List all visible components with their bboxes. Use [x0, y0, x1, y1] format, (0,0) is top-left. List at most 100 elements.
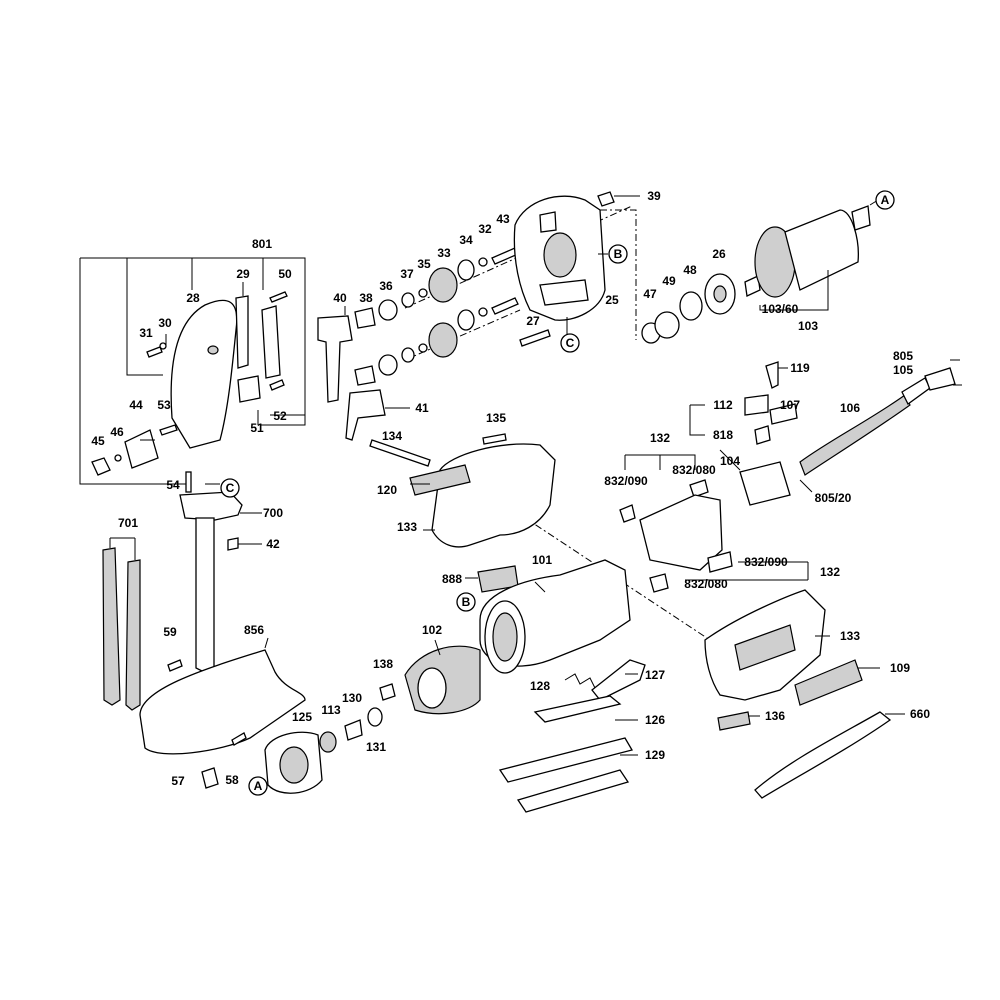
washer-32b: [478, 307, 488, 317]
label-52: 52: [273, 409, 287, 423]
marker-A1: A: [881, 193, 890, 207]
pin-54: [185, 471, 192, 493]
bracket-132a: [624, 454, 696, 470]
lead-856: [264, 637, 269, 649]
knob-45: [91, 457, 111, 476]
marker-C2-circle: [220, 478, 240, 498]
nut-39: [597, 191, 615, 207]
bracket-801-left: [79, 258, 186, 485]
blade-701-b: [125, 559, 141, 711]
label-805: 805: [893, 349, 913, 363]
washer-49: [654, 311, 680, 339]
label-29: 29: [236, 267, 250, 281]
clip-138: [379, 683, 396, 701]
brush-832-080b: [649, 573, 669, 593]
label-59: 59: [163, 625, 177, 639]
marker-A1-circle: [875, 190, 895, 210]
cover-hole: [207, 345, 219, 355]
bearing-37a: [401, 292, 415, 308]
label-130: 130: [342, 691, 362, 705]
lead-104: [719, 449, 741, 471]
plate-50: [261, 305, 281, 379]
slide-127: [591, 659, 646, 701]
gearcase-pocket: [539, 211, 557, 233]
label-127: 127: [645, 668, 665, 682]
screw-59: [167, 659, 183, 672]
end-cap-bore: [279, 746, 309, 784]
marker-B1-circle: [608, 244, 628, 264]
clip-107: [769, 403, 798, 425]
marker-B2-circle: [456, 592, 476, 612]
screw-818: [754, 425, 771, 445]
shaft-43b: [491, 297, 519, 315]
switch-104: [739, 461, 791, 506]
plug-805: [924, 367, 956, 391]
marker-B2: B: [462, 595, 471, 609]
label-51: 51: [250, 421, 264, 435]
label-136: 136: [765, 709, 785, 723]
knob-57: [201, 767, 219, 789]
label-102: 102: [422, 623, 442, 637]
label-58: 58: [225, 773, 239, 787]
pinion-34b: [457, 309, 475, 331]
housing-133b-window: [734, 624, 796, 671]
label-50: 50: [278, 267, 292, 281]
marker-A2: A: [254, 779, 263, 793]
cover-plate: [170, 299, 238, 449]
label-33: 33: [437, 246, 451, 260]
label-30: 30: [158, 316, 172, 330]
block-38a: [354, 307, 376, 329]
lead-805-20: [799, 479, 813, 493]
bracket-701: [109, 537, 136, 560]
plate-44: [124, 429, 159, 469]
slide-129: [516, 769, 630, 813]
label-105: 105: [893, 363, 913, 377]
label-856: 856: [244, 623, 264, 637]
screw-27: [519, 329, 551, 347]
plug-pins: [950, 359, 962, 386]
blade-701-a: [102, 547, 121, 706]
label-888: 888: [442, 572, 462, 586]
gear-33a: [428, 267, 458, 303]
label-135: 135: [486, 411, 506, 425]
bearing-37b: [401, 347, 415, 363]
label-45: 45: [91, 434, 105, 448]
label-832-080b: 832/080: [684, 577, 728, 591]
label-109: 109: [890, 661, 910, 675]
axis-housing: [497, 499, 711, 641]
label-26: 26: [712, 247, 726, 261]
label-109: [794, 659, 863, 706]
label-31: 31: [139, 326, 153, 340]
label-805-20: 805/20: [815, 491, 852, 505]
cord-106: [799, 394, 911, 476]
bracket-103: [759, 270, 829, 311]
label-34: 34: [459, 233, 473, 247]
screw-51: [269, 379, 285, 391]
gearcase-foot: [539, 279, 589, 306]
washer-130: [344, 719, 363, 741]
bracket-132b: [685, 561, 809, 581]
label-113: 113: [321, 703, 341, 717]
label-48: 48: [683, 263, 697, 277]
cord-sleeve-105: [901, 377, 931, 405]
label-125: 125: [292, 710, 312, 724]
label-131: 131: [366, 740, 386, 754]
bracket-112-818: [689, 404, 705, 436]
label-801: 801: [252, 237, 272, 251]
screw-119: [765, 361, 779, 389]
label-701: 701: [118, 516, 138, 530]
screw-135: [482, 433, 507, 445]
washer-131: [367, 707, 383, 727]
marker-C1-circle: [560, 333, 580, 353]
lead-53: [126, 258, 163, 376]
label-42: 42: [266, 537, 280, 551]
armature-commutator: [851, 205, 871, 231]
label-49: 49: [662, 274, 676, 288]
label-53: 53: [157, 398, 171, 412]
bearing-26-bore: [713, 285, 727, 303]
marker-C1: C: [566, 336, 575, 350]
motor-housing-bore: [492, 612, 518, 662]
label-832-080a: 832/080: [672, 463, 716, 477]
housing-half-133a: [431, 443, 556, 548]
